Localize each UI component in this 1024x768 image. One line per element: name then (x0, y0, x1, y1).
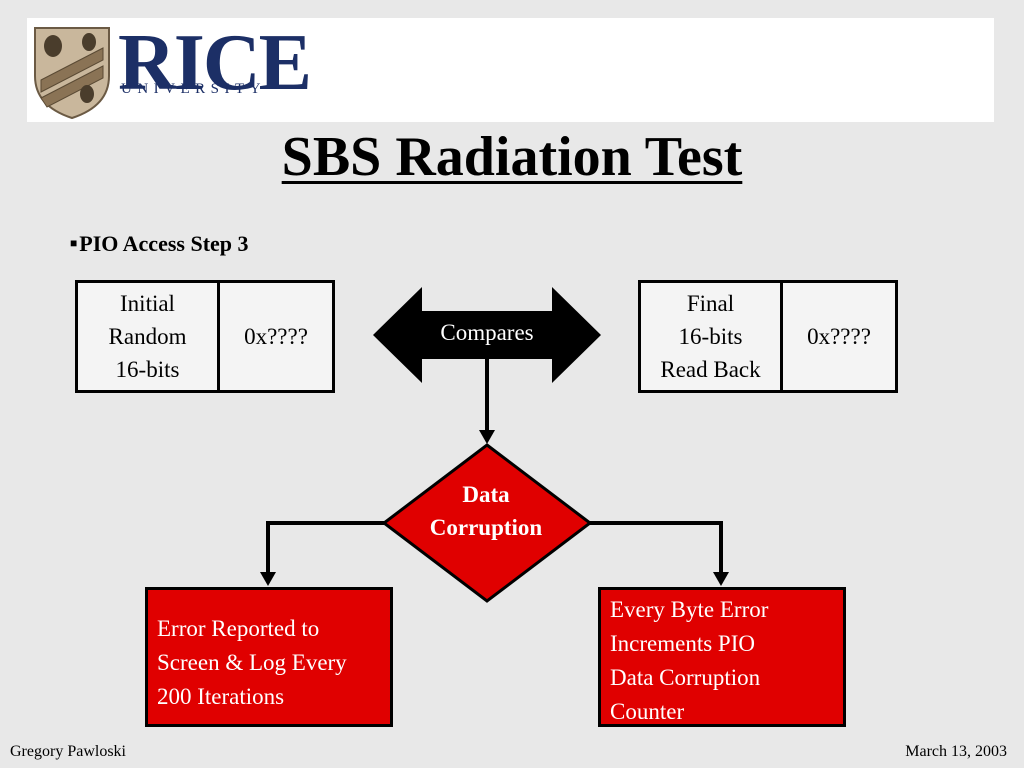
initial-value-cell: 0x???? (217, 283, 332, 390)
final-label-cell: Final 16-bits Read Back (641, 283, 780, 390)
final-value: 0x???? (807, 324, 871, 349)
initial-label-line-3: 16-bits (115, 357, 180, 382)
final-label-line-2: 16-bits (678, 324, 743, 349)
counter-line-2: Increments PIO (610, 631, 755, 656)
final-value-cell: 0x???? (780, 283, 895, 390)
left-branch-line (266, 521, 384, 575)
logo-wordmark: RICE (118, 19, 312, 107)
footer-date: March 13, 2003 (905, 743, 1007, 760)
initial-label-line-2: Random (108, 324, 187, 349)
initial-label-line-1: Initial (120, 291, 175, 316)
bullet-text: PIO Access Step 3 (79, 231, 249, 256)
footer-author: Gregory Pawloski (10, 743, 126, 760)
slide-title: SBS Radiation Test (281, 126, 743, 188)
compares-label: Compares (440, 320, 534, 345)
initial-label-cell: Initial Random 16-bits (78, 283, 217, 390)
bullet-square-icon: ■ (70, 236, 78, 250)
final-label-line-3: Read Back (660, 357, 761, 382)
rice-logo: RICE UNIVERSITY (27, 18, 312, 122)
right-branch-line (590, 521, 723, 575)
logo-subtitle: UNIVERSITY (121, 81, 266, 97)
counter-line-1: Every Byte Error (610, 597, 769, 622)
left-branch-head (260, 572, 276, 586)
compares-double-arrow (373, 287, 601, 383)
initial-value-box: Initial Random 16-bits 0x???? (75, 280, 335, 393)
right-branch-head (713, 572, 729, 586)
error-line-2: Screen & Log Every (157, 650, 347, 675)
error-line-1: Error Reported to (157, 616, 320, 641)
counter-line-3: Data Corruption (610, 665, 761, 690)
shield-icon (34, 27, 110, 120)
error-line-3: 200 Iterations (157, 684, 285, 709)
arrow-to-diamond-head (479, 430, 495, 444)
final-value-box: Final 16-bits Read Back 0x???? (638, 280, 898, 393)
header-band (27, 18, 994, 122)
decision-line-2: Corruption (429, 515, 543, 540)
decision-diamond (381, 443, 593, 603)
decision-label: Data Corruption (406, 478, 566, 544)
initial-value: 0x???? (244, 324, 308, 349)
counter-line-4: Counter (610, 699, 685, 724)
error-reported-box: Error Reported to Screen & Log Every 200… (145, 587, 393, 727)
final-label-line-1: Final (686, 291, 735, 316)
bullet-item: ■PIO Access Step 3 (70, 231, 249, 257)
decision-line-1: Data (462, 482, 510, 507)
byte-error-counter-box: Every Byte Error Increments PIO Data Cor… (598, 587, 846, 727)
